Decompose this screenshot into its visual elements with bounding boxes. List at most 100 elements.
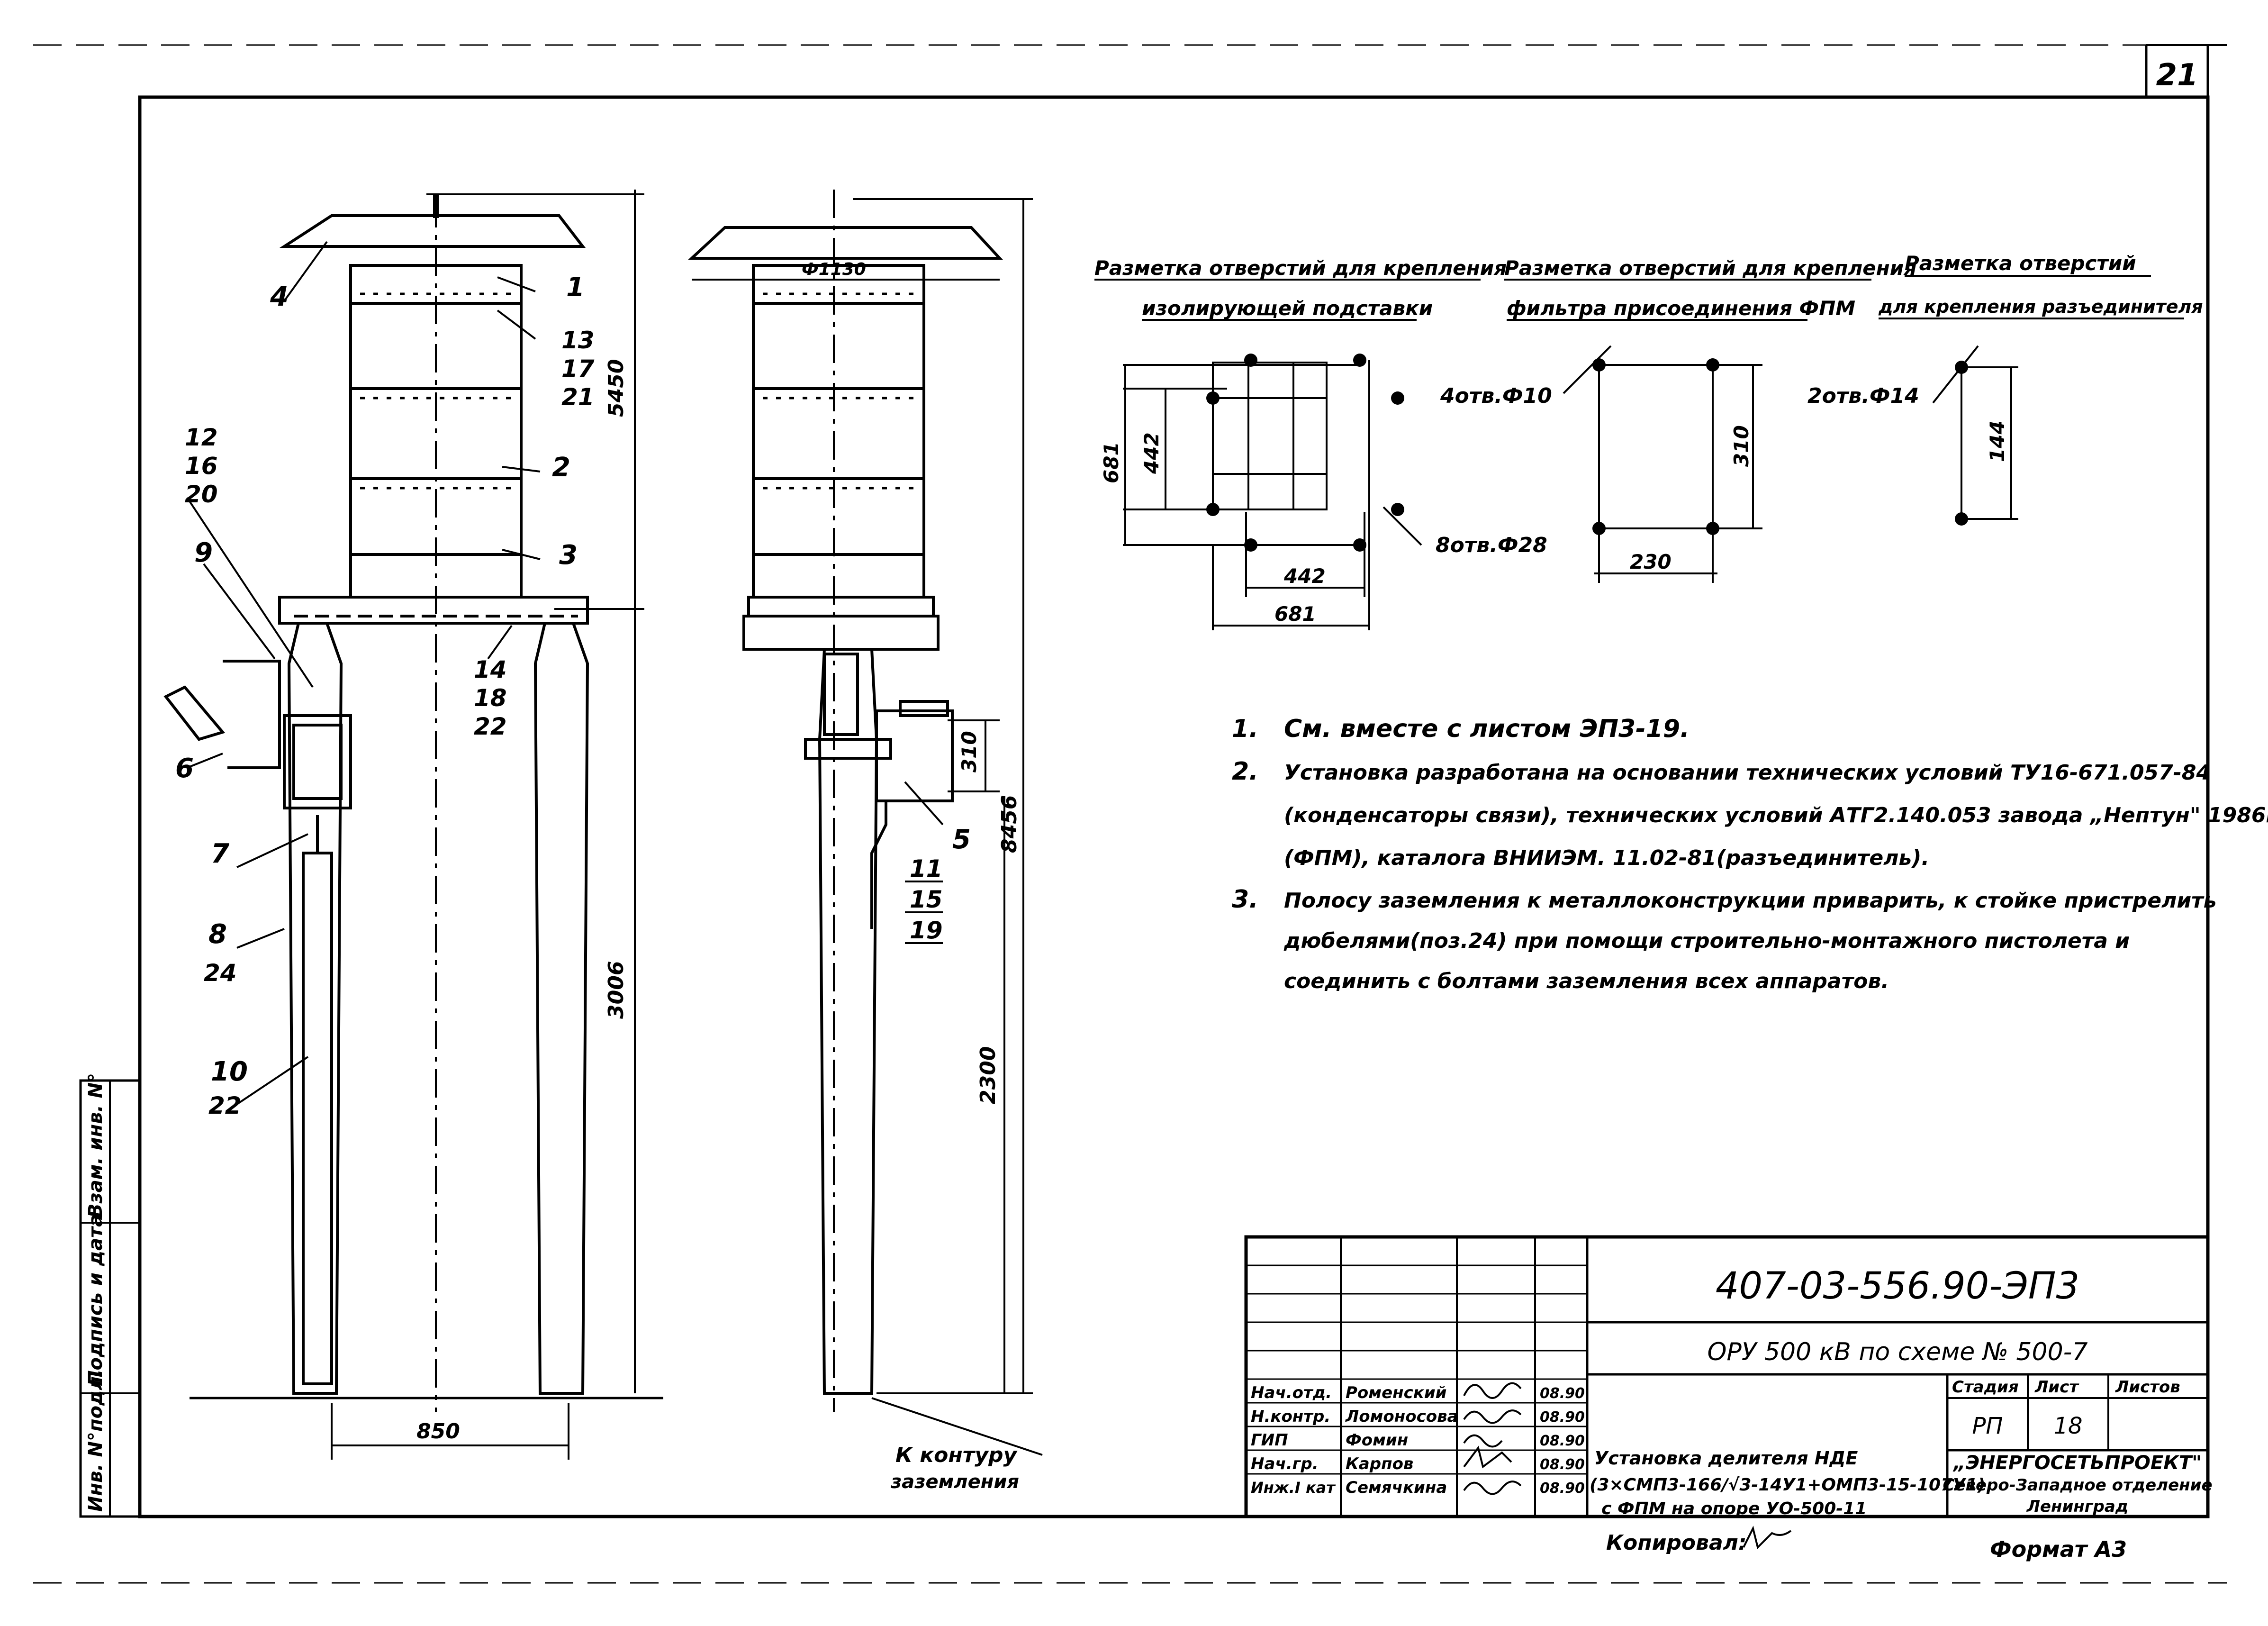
callout-6: 6 xyxy=(175,753,194,784)
callout-2: 2 xyxy=(552,452,570,483)
callout-18: 18 xyxy=(474,684,507,712)
dim-height-bottom: 3006 xyxy=(604,961,628,1019)
note-2-line-1: Установка разработана на основании техни… xyxy=(1284,761,2211,785)
note-2-line-3: (ФПМ), каталога ВНИИЭМ. 11.02-81(разъеди… xyxy=(1284,846,1929,870)
hole-layout-3-note: 2отв.Ф14 xyxy=(1807,384,1919,408)
sheet-label: Лист xyxy=(2034,1378,2079,1397)
callout-20: 20 xyxy=(185,481,218,508)
sig-name-3: Фомин xyxy=(1346,1431,1408,1450)
callout-5: 5 xyxy=(952,824,971,855)
hole-layout-2-dim-310: 310 xyxy=(1730,425,1753,467)
hole-layout-1-note: 8отв.Ф28 xyxy=(1436,533,1547,557)
sig-date-2: 08.90 xyxy=(1540,1409,1585,1426)
callout-14: 14 xyxy=(474,656,507,683)
strip-vzam-inv: Взам. инв. N° xyxy=(85,1073,107,1218)
dim-diameter: Ф1130 xyxy=(802,260,866,279)
handwritten-signatures xyxy=(1463,1382,1522,1495)
callout-17: 17 xyxy=(561,355,595,382)
left-dimension-lines xyxy=(331,190,644,1460)
callout-12: 12 xyxy=(185,424,218,451)
notes: 1. См. вместе с листом ЭП3-19. 2. Устано… xyxy=(1232,715,2268,993)
org-line-1: „ЭНЕРГОСЕТЬПРОЕКТ" xyxy=(1952,1452,2202,1474)
org-line-2: Северо-Западное отделение xyxy=(1943,1476,2212,1495)
format-label: Формат А3 xyxy=(1990,1536,2127,1562)
dim-2300: 2300 xyxy=(976,1046,1000,1104)
left-leader-lines xyxy=(186,241,541,1105)
callout-7: 7 xyxy=(211,838,229,869)
callout-4: 4 xyxy=(270,282,289,312)
sig-role-4: Нач.гр. xyxy=(1251,1454,1319,1473)
description-line-2: (3×СМП3-166/√3-14У1+ОМП3-15-107У1) xyxy=(1590,1475,1985,1495)
sheet-value: 18 xyxy=(2053,1413,2082,1439)
callout-3: 3 xyxy=(559,540,578,571)
hole-layout-1-title1: Разметка отверстий для крепления xyxy=(1094,256,1507,280)
strip-podp-data: Подпись и дата xyxy=(85,1214,107,1386)
left-callouts: 4 1 13 17 21 2 3 12 16 20 9 6 14 18 22 7… xyxy=(175,272,595,1119)
sig-role-1: Нач.отд. xyxy=(1251,1383,1332,1402)
dim-8456: 8456 xyxy=(997,795,1021,853)
hole-layout-3-title1: Разметка отверстий xyxy=(1905,252,2136,275)
callout-1: 1 xyxy=(566,272,585,303)
note-1-num: 1. xyxy=(1232,715,1258,743)
sig-role-2: Н.контр. xyxy=(1251,1407,1330,1426)
left-view: 5450 3006 850 4 1 13 17 21 2 3 12 xyxy=(163,190,663,1460)
note-3-line-3: соединить с болтами заземления всех аппа… xyxy=(1284,969,1889,993)
hole-layout-2-note: 4отв.Ф10 xyxy=(1440,384,1552,408)
hole-layout-2-dim-230: 230 xyxy=(1630,550,1672,573)
sig-date-4: 08.90 xyxy=(1540,1456,1585,1473)
callout-9: 9 xyxy=(194,537,213,568)
callout-16: 16 xyxy=(185,452,218,480)
callout-11: 11 xyxy=(910,855,943,882)
callout-15: 15 xyxy=(910,886,943,913)
strip-inv-podl: Инв. N°подл. xyxy=(85,1369,107,1512)
copied-by: Копировал: xyxy=(1606,1531,1747,1555)
sig-role-3: ГИП xyxy=(1251,1431,1288,1450)
right-view: Ф1130 310 8456 2300 5 11 15 19 К контуру… xyxy=(688,190,1043,1493)
stage-value: РП xyxy=(1972,1413,2003,1439)
dim-310-right: 310 xyxy=(958,731,981,772)
dim-height-top: 5450 xyxy=(604,359,628,417)
left-strip: Инв. N°подл. Подпись и дата Взам. инв. N… xyxy=(79,1073,141,1518)
note-3-line-1: Полосу заземления к металлоконструкции п… xyxy=(1284,889,2216,913)
sheets-label: Листов xyxy=(2115,1378,2180,1397)
sig-name-5: Семячкина xyxy=(1346,1478,1447,1497)
project-title: ОРУ 500 кВ по схеме № 500-7 xyxy=(1707,1338,2087,1366)
copied-by-signature xyxy=(1743,1526,1792,1549)
sig-role-5: Инж.I кат xyxy=(1251,1479,1336,1497)
signature-rows: Нач.отд. Роменский 08.90 Н.контр. Ломоно… xyxy=(1251,1383,1585,1497)
hole-layout-2-title1: Разметка отверстий для крепления xyxy=(1504,256,1916,280)
note-3-line-2: дюбелями(поз.24) при помощи строительно-… xyxy=(1283,929,2130,953)
sheet-frame xyxy=(33,44,2227,1584)
callout-10: 10 xyxy=(211,1056,248,1087)
callout-22a: 22 xyxy=(474,713,507,740)
note-2-line-2: (конденсаторы связи), технических услови… xyxy=(1284,803,2268,827)
description-line-1: Установка делителя НДЕ xyxy=(1594,1448,1858,1469)
title-block: 407-03-556.90-ЭП3 ОРУ 500 кВ по схеме № … xyxy=(1244,1235,2213,1518)
hole-layout-3: Разметка отверстий для крепления разъеди… xyxy=(1807,252,2203,526)
hole-layout-1-dim-681v: 681 xyxy=(1100,442,1123,483)
org-line-3: Ленинград xyxy=(2026,1497,2129,1516)
right-dimension-lines xyxy=(692,198,1043,1456)
callout-21: 21 xyxy=(561,383,595,411)
description-line-3: с ФПМ на опоре УО-500-11 xyxy=(1601,1499,1867,1518)
hole-layout-1-dim-681h: 681 xyxy=(1274,602,1316,626)
callout-13: 13 xyxy=(561,327,595,354)
hole-layout-1-dim-442v: 442 xyxy=(1140,432,1163,474)
callout-8: 8 xyxy=(208,919,227,950)
callout-24: 24 xyxy=(204,959,237,987)
hole-layout-2: Разметка отверстий для крепления фильтра… xyxy=(1440,256,1916,583)
sig-name-1: Роменский xyxy=(1346,1383,1447,1402)
hole-layout-1-title2: изолирующей подставки xyxy=(1142,297,1433,320)
ground-label-line1: К контуру xyxy=(895,1443,1018,1467)
hole-layout-3-dim-144: 144 xyxy=(1986,420,2009,462)
sig-date-5: 08.90 xyxy=(1540,1480,1585,1497)
sheet-number: 21 xyxy=(2156,58,2198,93)
sig-name-4: Карпов xyxy=(1346,1454,1413,1473)
callout-19: 19 xyxy=(910,917,943,944)
callout-22b: 22 xyxy=(208,1092,242,1119)
left-column-stack xyxy=(163,194,589,1395)
note-1-line-1: См. вместе с листом ЭП3-19. xyxy=(1284,715,1690,743)
sig-date-1: 08.90 xyxy=(1540,1385,1585,1402)
hole-layout-1: Разметка отверстий для крепления изолиру… xyxy=(1094,256,1547,630)
